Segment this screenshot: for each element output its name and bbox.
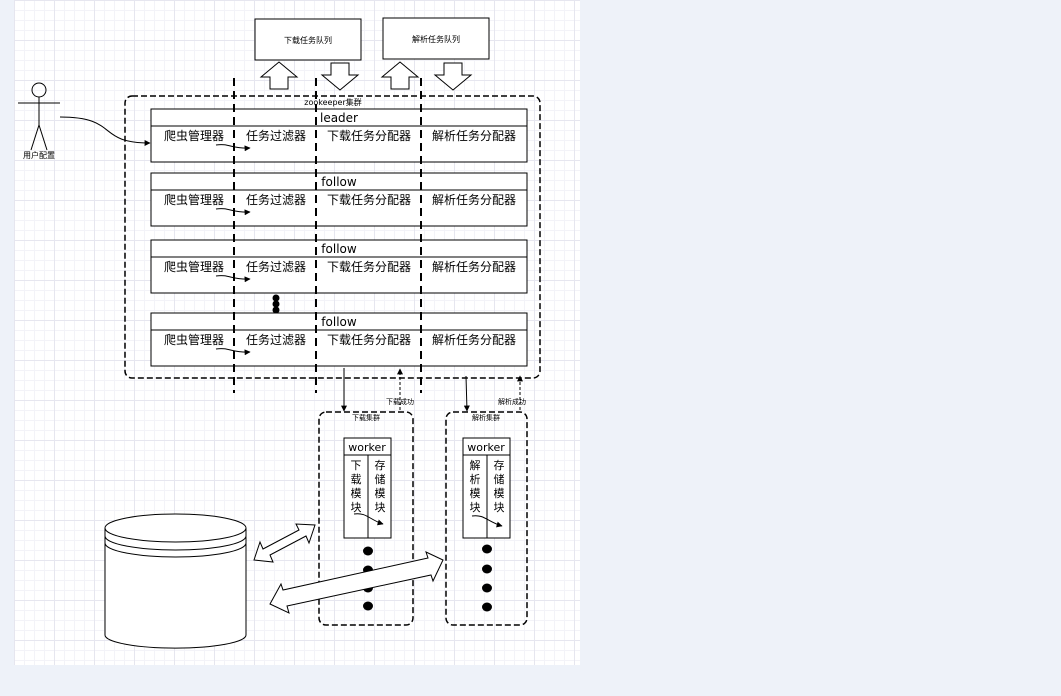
module-crawler: 爬虫管理器 [164, 259, 224, 274]
node-role-label: leader [320, 111, 358, 125]
module-crawler: 爬虫管理器 [164, 192, 224, 207]
module-parse-dispatch: 解析任务分配器 [432, 259, 516, 274]
download-module-char: 模 [351, 487, 362, 500]
storage-module-char: 储 [494, 472, 505, 486]
download-module-char: 载 [351, 473, 362, 486]
database-cylinder-icon [104, 513, 247, 649]
download-module-char: 块 [351, 501, 362, 514]
module-download-dispatch: 下载任务分配器 [327, 332, 411, 347]
follow-node[interactable]: follow 爬虫管理器 任务过滤器 下载任务分配器 解析任务分配器 [150, 172, 528, 227]
crawler-to-filter-arrow [215, 348, 251, 356]
actor-connector [59, 116, 151, 146]
zookeeper-cluster-boundary [124, 95, 541, 379]
column-separators [233, 78, 422, 393]
crawler-to-filter-arrow [215, 144, 251, 152]
parse-queue-label: 解析任务队列 [412, 34, 460, 44]
module-parse-dispatch: 解析任务分配器 [432, 332, 516, 347]
crawler-to-filter-arrow [215, 275, 251, 283]
leader-node[interactable]: leader 爬虫管理器 任务过滤器 下载任务分配器 解析任务分配器 [150, 108, 528, 163]
diagram-canvas: 下载任务队列 解析任务队列 用户配置 zookeeper集群 leader 爬虫管… [14, 0, 580, 665]
download-queue-label: 下载任务队列 [284, 35, 332, 45]
block-arrow-down-1 [320, 62, 360, 91]
node-role-label: follow [321, 175, 357, 189]
storage-module-char: 储 [375, 472, 386, 486]
module-filter: 任务过滤器 [246, 259, 306, 274]
parse-module-char: 析 [470, 472, 481, 486]
parse-workers-ellipsis [482, 544, 492, 612]
download-worker[interactable]: worker 下 载 模 块 存 储 模 块 [343, 437, 392, 539]
module-filter: 任务过滤器 [246, 128, 306, 143]
node-role-label: follow [321, 242, 357, 256]
follow-node[interactable]: follow 爬虫管理器 任务过滤器 下载任务分配器 解析任务分配器 [150, 312, 528, 367]
parse-module-char: 块 [470, 501, 481, 514]
block-arrow-up-1 [259, 61, 299, 90]
parse-module-char: 解 [470, 458, 481, 472]
storage-module-char: 模 [494, 487, 505, 500]
user-actor-icon [18, 82, 60, 151]
module-download-dispatch: 下载任务分配器 [327, 259, 411, 274]
follow-node[interactable]: follow 爬虫管理器 任务过滤器 下载任务分配器 解析任务分配器 [150, 239, 528, 294]
download-cluster-boundary [318, 411, 414, 626]
crawler-to-filter-arrow [215, 208, 251, 216]
module-crawler: 爬虫管理器 [164, 128, 224, 143]
module-filter: 任务过滤器 [246, 192, 306, 207]
module-parse-dispatch: 解析任务分配器 [432, 192, 516, 207]
download-cluster-label: 下载集群 [352, 413, 380, 422]
architecture-diagram: 下载任务队列 解析任务队列 用户配置 zookeeper集群 leader 爬虫管… [18, 17, 541, 649]
db-parse-double-arrow [269, 551, 444, 614]
storage-module-char: 模 [375, 487, 386, 500]
module-filter: 任务过滤器 [246, 332, 306, 347]
module-download-dispatch: 下载任务分配器 [327, 192, 411, 207]
db-download-double-arrow [253, 523, 316, 563]
parse-worker-title: worker [467, 441, 505, 454]
storage-module-char: 块 [375, 501, 386, 514]
parse-cluster-label: 解析集群 [472, 413, 500, 422]
download-worker-title: worker [348, 441, 386, 454]
actor-label: 用户配置 [23, 150, 55, 160]
block-arrow-up-2 [380, 61, 420, 90]
block-arrow-down-2 [433, 62, 473, 91]
parse-module-char: 模 [470, 487, 481, 500]
storage-module-char: 存 [494, 458, 505, 472]
parse-queue-box[interactable]: 解析任务队列 [382, 17, 490, 60]
storage-module-char: 存 [375, 458, 386, 472]
zookeeper-nodes: leader爬虫管理器任务过滤器下载任务分配器解析任务分配器follow爬虫管理… [150, 108, 528, 367]
module-download-dispatch: 下载任务分配器 [327, 128, 411, 143]
cluster-label: zookeeper集群 [304, 97, 361, 107]
download-queue-box[interactable]: 下载任务队列 [254, 18, 362, 61]
storage-module-char: 块 [494, 501, 505, 514]
parse-worker[interactable]: worker 解 析 模 块 存 储 模 块 [462, 437, 511, 539]
node-role-label: follow [321, 315, 357, 329]
parse-success-label: 解析成功 [498, 397, 526, 406]
download-module-char: 下 [351, 459, 362, 472]
module-parse-dispatch: 解析任务分配器 [432, 128, 516, 143]
module-crawler: 爬虫管理器 [164, 332, 224, 347]
parse-dispatch-arrow [463, 375, 470, 412]
more-nodes-ellipsis [272, 294, 280, 314]
download-success-label: 下载成功 [386, 397, 414, 406]
